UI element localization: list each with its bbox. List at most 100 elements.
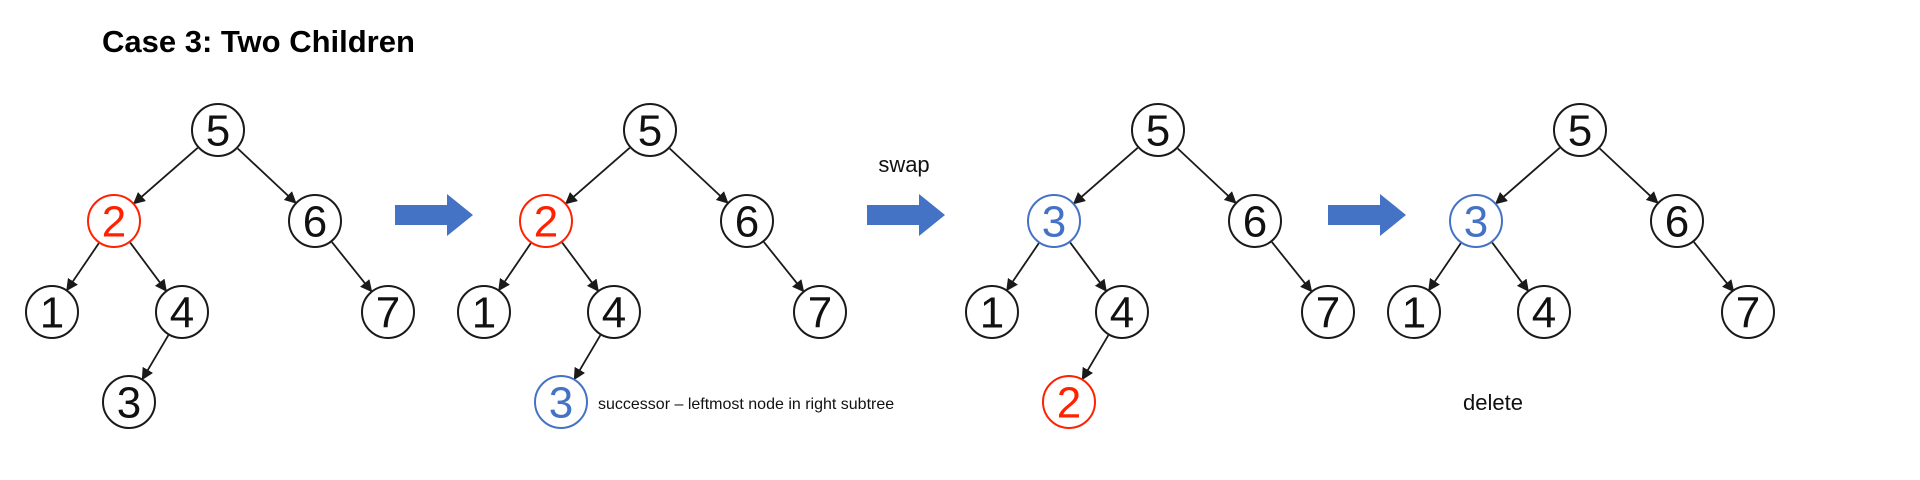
- node-value: 1: [980, 289, 1004, 338]
- node-value: 4: [170, 289, 194, 338]
- tree1-node-5: 5: [191, 103, 245, 157]
- node-circle: [1449, 194, 1503, 248]
- node-circle: [534, 375, 588, 429]
- tree3-node-7: 7: [1301, 285, 1355, 339]
- node-circle: [1553, 103, 1607, 157]
- node-circle: [87, 194, 141, 248]
- edge-3-to-1: [1006, 242, 1040, 292]
- tree1-node-3: 3: [102, 375, 156, 429]
- node-circle: [1095, 285, 1149, 339]
- node-value: 5: [1568, 107, 1592, 156]
- tree3-node-6: 6: [1228, 194, 1282, 248]
- node-circle: [1228, 194, 1282, 248]
- node-value: 5: [638, 107, 662, 156]
- node-value: 6: [1243, 198, 1267, 247]
- tree3-node-3-successor: 3: [1027, 194, 1081, 248]
- tree2-node-4: 4: [587, 285, 641, 339]
- edge-3-to-4: [1069, 242, 1107, 292]
- tree3-node-1: 1: [965, 285, 1019, 339]
- tree-2: 5 2 6 1 4 7 3: [457, 103, 847, 429]
- tree3-node-2-target: 2: [1042, 375, 1096, 429]
- node-circle: [1517, 285, 1571, 339]
- edge-5-to-2: [132, 147, 199, 205]
- node-value: 6: [1665, 198, 1689, 247]
- edge-3-to-1: [1428, 242, 1462, 292]
- arrow-right-icon: [867, 194, 945, 236]
- node-value: 3: [1042, 198, 1066, 247]
- node-value: 3: [549, 379, 573, 428]
- tree-4: 5 3 6 1 4 7: [1387, 103, 1775, 339]
- edge-4-to-2: [1081, 334, 1110, 381]
- node-circle: [1650, 194, 1704, 248]
- transition-arrow-1: [395, 194, 473, 236]
- node-circle: [288, 194, 342, 248]
- edge-6-to-7: [763, 241, 805, 293]
- tree4-node-3-successor: 3: [1449, 194, 1503, 248]
- tree-2-edges: [498, 147, 805, 381]
- node-circle: [1721, 285, 1775, 339]
- tree1-node-7: 7: [361, 285, 415, 339]
- tree4-node-7: 7: [1721, 285, 1775, 339]
- node-value: 6: [303, 198, 327, 247]
- edge-2-to-1: [66, 242, 100, 292]
- node-value: 1: [472, 289, 496, 338]
- node-value: 4: [1110, 289, 1134, 338]
- node-value: 7: [1736, 289, 1760, 338]
- node-value: 2: [102, 198, 126, 247]
- tree-3-edges: [1006, 147, 1313, 381]
- node-value: 3: [1464, 198, 1488, 247]
- delete-label: delete: [1463, 390, 1523, 415]
- tree1-node-6: 6: [288, 194, 342, 248]
- tree2-node-5: 5: [623, 103, 677, 157]
- tree2-node-2-target: 2: [519, 194, 573, 248]
- node-circle: [519, 194, 573, 248]
- tree-4-edges: [1428, 147, 1735, 293]
- swap-label: swap: [878, 152, 929, 177]
- tree3-node-4: 4: [1095, 285, 1149, 339]
- node-value: 2: [534, 198, 558, 247]
- node-circle: [1131, 103, 1185, 157]
- successor-caption: successor – leftmost node in right subtr…: [598, 396, 894, 413]
- node-value: 2: [1057, 379, 1081, 428]
- node-value: 3: [117, 379, 141, 428]
- transition-arrow-2: [867, 194, 945, 236]
- node-value: 6: [735, 198, 759, 247]
- node-circle: [191, 103, 245, 157]
- node-circle: [155, 285, 209, 339]
- node-circle: [361, 285, 415, 339]
- node-value: 7: [808, 289, 832, 338]
- node-circle: [25, 285, 79, 339]
- edge-5-to-6: [669, 147, 729, 204]
- tree4-node-5: 5: [1553, 103, 1607, 157]
- page-title: Case 3: Two Children: [102, 24, 415, 59]
- node-circle: [793, 285, 847, 339]
- tree-1: 5 2 6 1 4 7 3: [25, 103, 415, 429]
- edge-3-to-4: [1491, 242, 1529, 292]
- tree2-node-7: 7: [793, 285, 847, 339]
- node-circle: [623, 103, 677, 157]
- node-circle: [102, 375, 156, 429]
- tree1-node-4: 4: [155, 285, 209, 339]
- node-value: 7: [376, 289, 400, 338]
- tree2-node-6: 6: [720, 194, 774, 248]
- edge-6-to-7: [1693, 241, 1735, 293]
- arrow-right-icon: [395, 194, 473, 236]
- edge-2-to-1: [498, 242, 532, 292]
- edge-2-to-4: [129, 242, 167, 292]
- tree4-node-1: 1: [1387, 285, 1441, 339]
- tree3-node-5: 5: [1131, 103, 1185, 157]
- tree4-node-4: 4: [1517, 285, 1571, 339]
- edge-6-to-7: [331, 241, 373, 293]
- edge-5-to-3: [1072, 147, 1139, 205]
- edge-5-to-6: [1599, 147, 1659, 204]
- node-value: 1: [1402, 289, 1426, 338]
- transition-arrow-3: [1328, 194, 1406, 236]
- tree2-node-3-successor: 3: [534, 375, 588, 429]
- edge-4-to-3: [573, 334, 602, 381]
- edge-5-to-2: [564, 147, 631, 205]
- edge-6-to-7: [1271, 241, 1313, 293]
- tree-3: 5 3 6 1 4 7 2: [965, 103, 1355, 429]
- edge-5-to-6: [237, 147, 297, 204]
- node-circle: [1301, 285, 1355, 339]
